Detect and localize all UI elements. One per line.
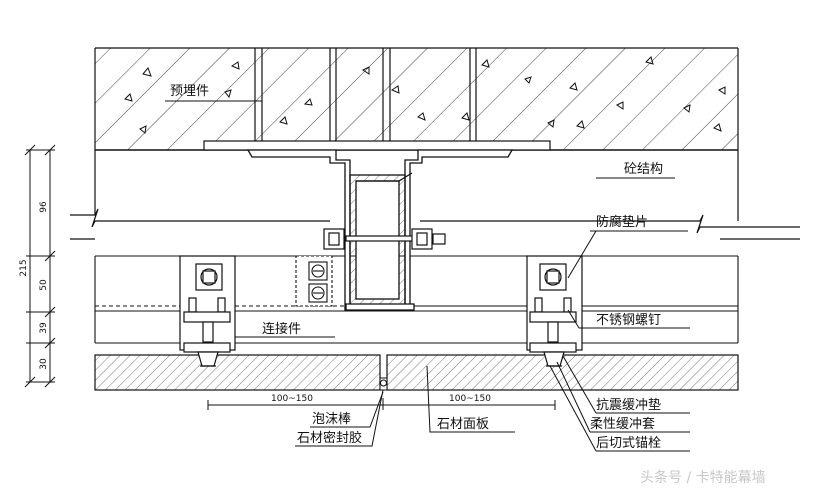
embedded-plate [203, 140, 551, 151]
dim-span-left: 100~150 [271, 394, 313, 404]
label-concrete-structure: 砼结构 [624, 162, 663, 177]
connector-right [526, 255, 583, 367]
label-stone-sealant: 石材密封胶 [297, 430, 362, 446]
keel-clip [295, 255, 333, 307]
dim-30: 30 [39, 358, 49, 370]
label-flexible-sleeve: 柔性缓冲套 [590, 416, 655, 432]
break-lines [70, 150, 800, 240]
main-bracket [246, 149, 514, 311]
label-anticorrosion-pad: 防腐垫片 [596, 214, 648, 230]
label-stainless-bolt: 不锈钢螺钉 [596, 313, 661, 328]
dim-total: 215 [19, 259, 29, 276]
label-undercut-anchor: 后切式锚栓 [596, 436, 661, 451]
watermark-text: 头条号 / 卡特能幕墙 [640, 469, 766, 486]
label-embedded-part: 预埋件 [170, 84, 209, 99]
stone-panels [94, 354, 739, 391]
horizontal-dimension [207, 398, 556, 410]
connector-left [179, 255, 236, 367]
label-foam-rod: 泡沫棒 [312, 412, 351, 427]
leader-lines [165, 100, 690, 452]
concrete-wall [94, 47, 739, 151]
dim-39: 39 [39, 322, 49, 334]
dim-span-right: 100~150 [449, 394, 491, 404]
dim-50: 50 [39, 279, 49, 291]
dim-96: 96 [39, 201, 49, 213]
label-seismic-pad: 抗震缓冲垫 [596, 397, 661, 413]
foam-rod [380, 379, 387, 387]
vertical-dimensions [24, 144, 56, 388]
stone-panel-left [94, 354, 381, 391]
through-bolt [323, 228, 446, 250]
label-stone-panel: 石材面板 [437, 417, 489, 432]
embedded-anchor-bars [254, 48, 477, 141]
label-connector: 连接件 [262, 321, 301, 337]
